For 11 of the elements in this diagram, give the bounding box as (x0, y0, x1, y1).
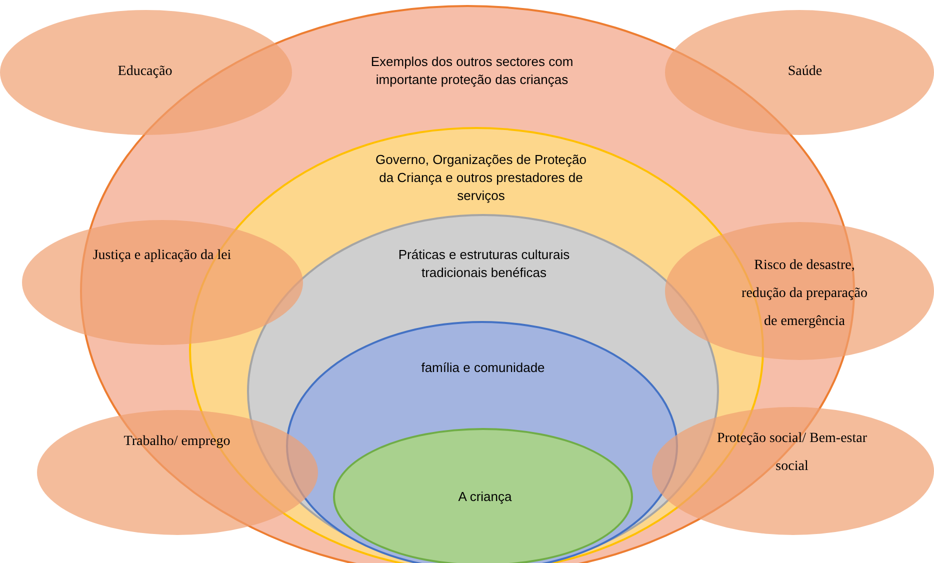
node-label: Justiça e aplicação da lei (92, 247, 232, 265)
node-label: A criança (457, 488, 513, 506)
node-label: Proteção social/ Bem-estar social (716, 430, 868, 476)
node-label: Governo, Organizações de Proteção da Criança e outros prestadores de serviços (374, 151, 588, 205)
node-label: Trabalho/ emprego (122, 433, 232, 451)
node-label: família e comunidade (420, 359, 546, 377)
node-label: Saúde (786, 63, 824, 81)
node-label: Práticas e estruturas culturais tradicionais benéficas (397, 246, 571, 282)
node-label: Educação (116, 63, 174, 81)
node-label: Risco de desastre, redução da preparação de emergência (740, 257, 868, 331)
node-label: Exemplos dos outros sectores com importante proteção das crianças (370, 53, 574, 89)
